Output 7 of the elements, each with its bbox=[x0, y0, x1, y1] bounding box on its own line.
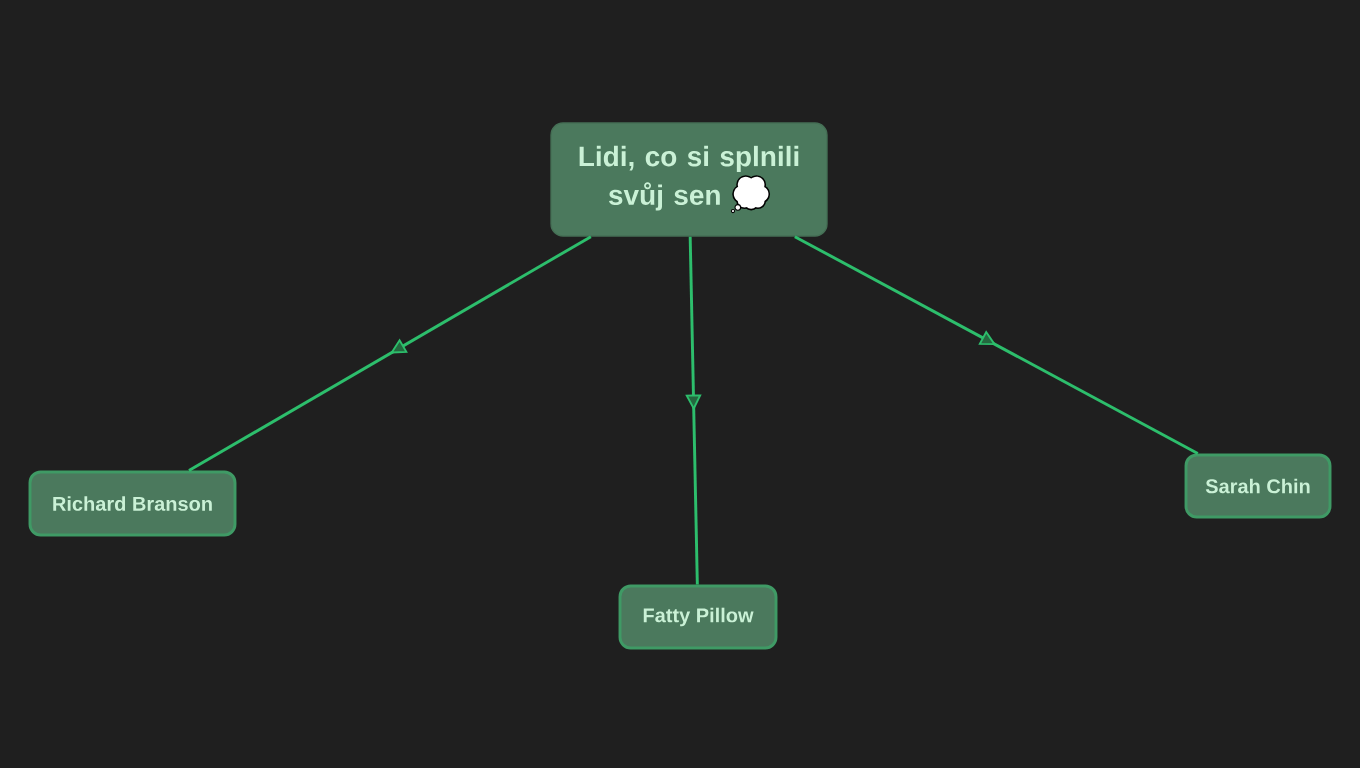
arrow-line bbox=[685, 236, 702, 585]
name-box: Sarah Chin bbox=[1184, 453, 1332, 519]
arrow-line bbox=[188, 235, 592, 472]
name-box: Richard Branson bbox=[28, 470, 237, 537]
arrow-line bbox=[794, 235, 1199, 455]
topic-box: Lidi, co si splnili svůj sen bbox=[550, 122, 828, 237]
name-box: Fatty Pillow bbox=[618, 584, 778, 650]
